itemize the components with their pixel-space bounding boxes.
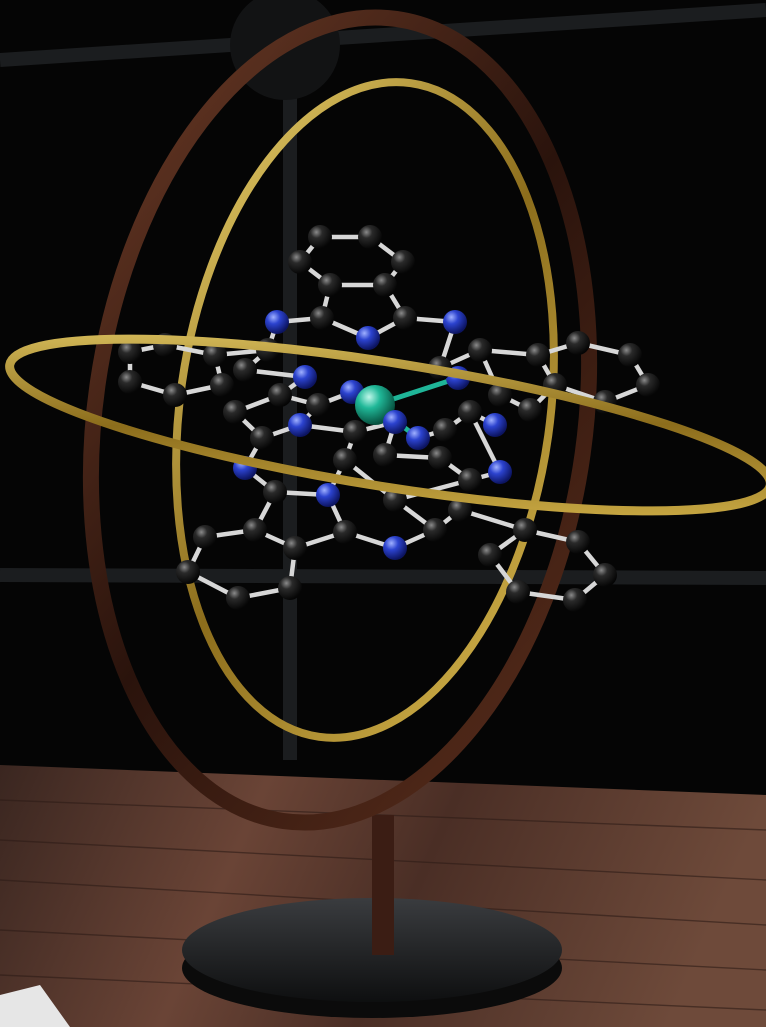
window-frame [0, 3, 766, 760]
nitrogen-atom [443, 310, 467, 334]
carbon-atom [243, 518, 267, 542]
carbon-atom [506, 580, 530, 604]
carbon-atom [118, 370, 142, 394]
carbon-atom [458, 400, 482, 424]
metal-atom [355, 385, 395, 425]
carbon-atom [423, 518, 447, 542]
carbon-atom [343, 420, 367, 444]
nitrogen-atom [383, 536, 407, 560]
carbon-atom [373, 443, 397, 467]
carbon-atom [358, 225, 382, 249]
carbon-atom [618, 343, 642, 367]
carbon-atom [518, 398, 542, 422]
carbon-atom [193, 525, 217, 549]
carbon-atom [333, 520, 357, 544]
paper-corner [0, 985, 70, 1027]
carbon-atom [288, 250, 312, 274]
carbon-atom [278, 576, 302, 600]
carbon-atom [233, 358, 257, 382]
carbon-atom [566, 331, 590, 355]
carbon-atom [526, 343, 550, 367]
carbon-atom [176, 560, 200, 584]
carbon-atom [448, 498, 472, 522]
carbon-atom [458, 468, 482, 492]
carbon-atom [118, 340, 142, 364]
carbon-atom [308, 225, 332, 249]
carbon-atom [203, 343, 227, 367]
carbon-atom [306, 393, 330, 417]
nitrogen-atom [483, 413, 507, 437]
carbon-atom [391, 250, 415, 274]
inner-ring [172, 78, 558, 742]
carbon-atom [210, 373, 234, 397]
nitrogen-atom [265, 310, 289, 334]
carbon-atom [383, 488, 407, 512]
nitrogen-atom [288, 413, 312, 437]
carbon-atom [318, 273, 342, 297]
carbon-atom [226, 586, 250, 610]
nitrogen-atom [406, 426, 430, 450]
carbon-atom [513, 518, 537, 542]
carbon-atom [428, 446, 452, 470]
carbon-atom [223, 400, 247, 424]
carbon-atom [163, 383, 187, 407]
nitrogen-atom [488, 460, 512, 484]
carbon-atom [373, 273, 397, 297]
carbon-atom [268, 383, 292, 407]
stand-pole [372, 815, 394, 955]
nitrogen-atom [356, 326, 380, 350]
carbon-atom [593, 563, 617, 587]
carbon-atom [333, 448, 357, 472]
carbon-atom [636, 373, 660, 397]
horizontal-ring [5, 334, 766, 516]
carbon-atom [283, 536, 307, 560]
carbon-atom [310, 306, 334, 330]
nitrogen-atom [383, 410, 407, 434]
nitrogen-atom [316, 483, 340, 507]
carbon-atom [468, 338, 492, 362]
nitrogen-atom [293, 365, 317, 389]
carbon-atom [563, 588, 587, 612]
carbon-atom [250, 426, 274, 450]
carbon-atom [478, 543, 502, 567]
carbon-atom [263, 480, 287, 504]
carbon-atom [393, 306, 417, 330]
carbon-atom [433, 418, 457, 442]
carbon-atom [566, 530, 590, 554]
outer-ring [82, 9, 598, 831]
carbon-atom [488, 383, 512, 407]
